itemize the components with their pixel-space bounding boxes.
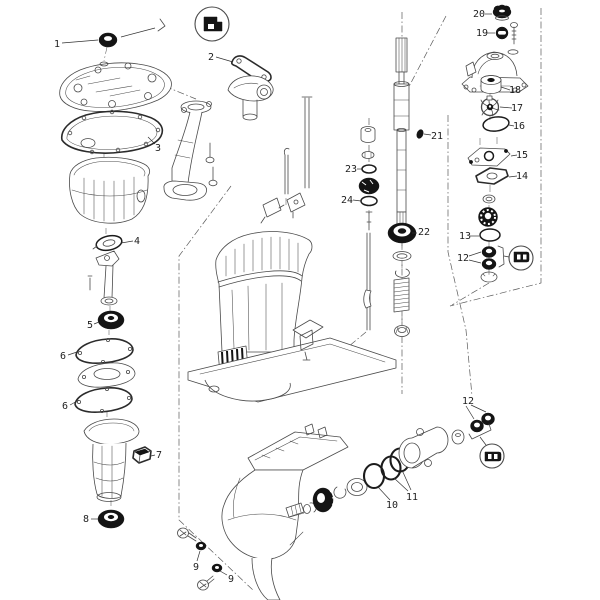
adapter-gasket-3 [61, 109, 164, 155]
callout-17: 17 [511, 103, 523, 114]
callout-13: 13 [459, 231, 471, 242]
rubber-damper-7 [132, 446, 156, 464]
driveshaft [393, 37, 410, 234]
oil-seal-5 [93, 310, 125, 330]
screws-9 [177, 527, 228, 591]
oring-16 [482, 116, 515, 132]
seal-pair-12-right [468, 245, 534, 283]
prop-shaft-assembly [285, 478, 368, 518]
callout-22: 22 [418, 227, 430, 238]
callout-9b: 9 [228, 574, 234, 585]
callout-19: 19 [476, 28, 488, 39]
oil-seal-8 [91, 509, 125, 529]
drive-gear-and-13 [470, 194, 501, 242]
exhaust-manifold [205, 75, 274, 187]
exhaust-tube [163, 100, 212, 201]
small-gasket-4 [92, 234, 134, 252]
water-pump-housing [461, 51, 529, 93]
pump-screw [507, 22, 519, 55]
oring-10 [362, 462, 391, 501]
exhaust-plate [77, 362, 136, 388]
grommet-19 [487, 26, 509, 40]
gasket-6-upper [67, 337, 134, 364]
callout-6a: 6 [60, 351, 66, 362]
callout-24: 24 [341, 195, 353, 206]
callout-labels: 1 2 3 4 5 6 6 7 8 9 9 10 11 12 12 13 14 … [54, 9, 528, 585]
woodruff-key-21 [416, 129, 432, 139]
seal-pair-12-bottom [465, 404, 505, 469]
bearing-carrier [398, 426, 465, 469]
cap-20 [485, 4, 512, 21]
washer-and-spring [392, 251, 412, 337]
pump-gasket-14 [475, 167, 518, 185]
pump-insert-18 [480, 75, 511, 94]
callout-7: 7 [156, 450, 162, 461]
bearing-22 [387, 222, 417, 244]
callout-20: 20 [473, 9, 485, 20]
seal-grommet-1 [61, 32, 118, 48]
mount-brackets [260, 96, 313, 224]
callout-21: 21 [431, 131, 443, 142]
gasket-6-lower [69, 386, 133, 413]
callout-16: 16 [513, 121, 525, 132]
callout-8: 8 [83, 514, 89, 525]
callout-9a: 9 [193, 562, 199, 573]
lower-gearcase [221, 423, 349, 600]
muffler-housing [83, 418, 140, 502]
callout-3: 3 [155, 143, 161, 154]
impeller-17 [480, 95, 513, 117]
callout-12b: 12 [457, 253, 469, 264]
callout-23: 23 [345, 164, 357, 175]
pump-plate-15 [467, 147, 518, 167]
engine-adapter-plate [59, 61, 172, 112]
callout-5: 5 [87, 320, 93, 331]
callout-14: 14 [516, 171, 528, 182]
shift-rod-column [352, 126, 380, 331]
callout-15: 15 [516, 150, 528, 161]
oil-pan-housing [69, 156, 151, 224]
callout-10: 10 [386, 500, 398, 511]
callout-12a: 12 [462, 396, 474, 407]
callout-1: 1 [54, 39, 60, 50]
callout-2: 2 [208, 52, 214, 63]
pickup-tube [87, 250, 120, 306]
detail-circle-clip [120, 6, 230, 42]
callout-18: 18 [509, 85, 521, 96]
driveshaft-housing [187, 231, 397, 403]
callout-11: 11 [406, 492, 418, 503]
callout-4: 4 [134, 236, 140, 247]
callout-6b: 6 [62, 401, 68, 412]
